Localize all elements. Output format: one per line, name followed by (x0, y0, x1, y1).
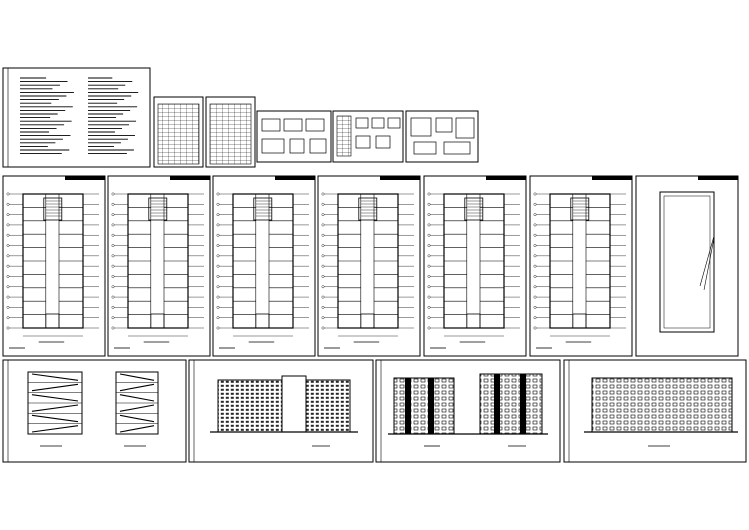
front-elevation (188, 359, 374, 463)
details-sheet-1 (256, 110, 332, 163)
details-sheet-3 (405, 110, 479, 163)
door-window-table-2 (205, 96, 256, 168)
upper-floor-plan (423, 175, 527, 357)
rear-elevation (563, 359, 747, 463)
notes-sheet (2, 67, 151, 168)
side-elevations (375, 359, 561, 463)
standard-floor-plan (317, 175, 421, 357)
door-window-table-1 (153, 96, 204, 168)
third-floor-plan (212, 175, 316, 357)
stair-sections (2, 359, 187, 463)
details-sheet-2 (332, 110, 404, 163)
top-floor-plan (529, 175, 633, 357)
roof-plan (635, 175, 739, 357)
ground-floor-plan (2, 175, 106, 357)
second-floor-plan (107, 175, 211, 357)
